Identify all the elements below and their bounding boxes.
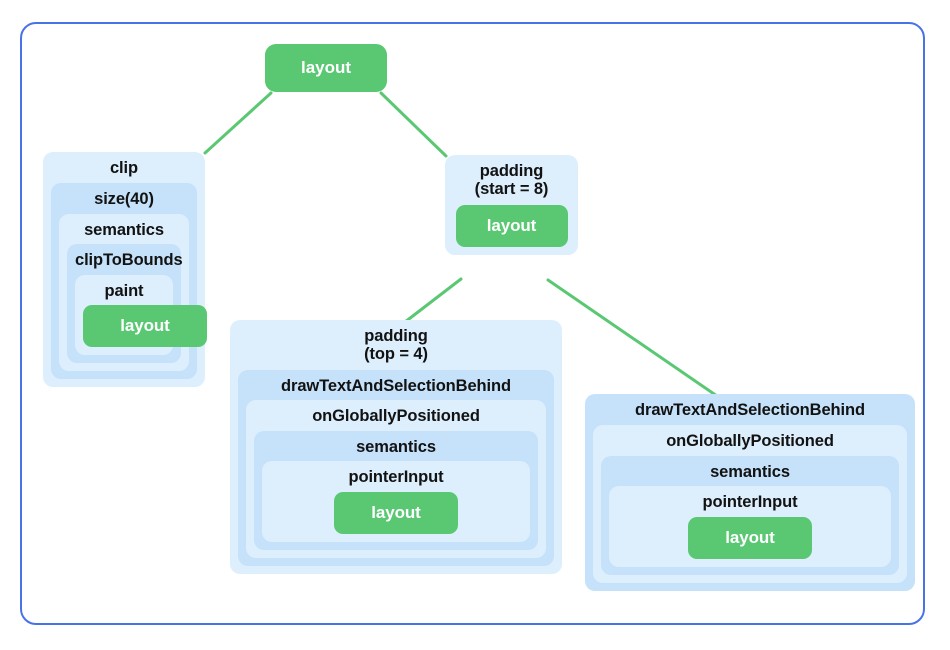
node-ongloballypositioned-right-label: onGloballyPositioned bbox=[666, 432, 834, 451]
node-drawtextandselectionbehind[interactable]: drawTextAndSelectionBehind onGloballyPos… bbox=[238, 369, 554, 566]
node-ongloballypositioned-right[interactable]: onGloballyPositioned semantics pointerIn… bbox=[593, 425, 907, 583]
node-clip[interactable]: clip size(40) semantics clipToBounds pai… bbox=[43, 152, 207, 388]
node-pointerinput-right[interactable]: pointerInput layout bbox=[609, 486, 891, 567]
node-padding-start-leaf-layout[interactable]: layout bbox=[455, 204, 568, 247]
node-drawtextandselectionbehind-right-label: drawTextAndSelectionBehind bbox=[635, 401, 865, 419]
node-pointerinput-middle-label: pointerInput bbox=[348, 468, 444, 487]
node-ongloballypositioned[interactable]: onGloballyPositioned semantics pointerIn… bbox=[246, 400, 546, 558]
node-paint[interactable]: paint layout bbox=[75, 274, 207, 356]
node-clip-leaf-layout[interactable]: layout bbox=[83, 305, 207, 348]
node-size40-label: size(40) bbox=[94, 190, 154, 209]
node-padding-start[interactable]: padding (start = 8) layout bbox=[445, 155, 578, 255]
node-cliptobounds-label: clipToBounds bbox=[75, 251, 183, 270]
node-size40[interactable]: size(40) semantics clipToBounds paint la… bbox=[51, 183, 207, 380]
node-padding-top[interactable]: padding (top = 4) drawTextAndSelectionBe… bbox=[230, 320, 562, 574]
node-paint-label: paint bbox=[104, 281, 144, 300]
node-drawtextandselectionbehind-right[interactable]: drawTextAndSelectionBehind onGloballyPos… bbox=[585, 394, 915, 591]
node-pointerinput-middle[interactable]: pointerInput layout bbox=[262, 461, 530, 542]
node-semantics-middle-label: semantics bbox=[356, 437, 436, 456]
node-pointerinput-right-label: pointerInput bbox=[702, 493, 798, 512]
node-root-layout[interactable]: layout bbox=[265, 44, 387, 92]
node-semantics-middle[interactable]: semantics pointerInput layout bbox=[254, 430, 538, 550]
node-semantics-label: semantics bbox=[84, 220, 164, 239]
node-padding-top-label: padding (top = 4) bbox=[364, 327, 428, 364]
node-padding-top-leaf-layout[interactable]: layout bbox=[334, 491, 458, 534]
node-ongloballypositioned-label: onGloballyPositioned bbox=[312, 407, 480, 426]
node-clip-label: clip bbox=[109, 159, 139, 177]
node-semantics-right[interactable]: semantics pointerInput layout bbox=[601, 455, 899, 575]
node-drawtextandselectionbehind-label: drawTextAndSelectionBehind bbox=[281, 376, 511, 395]
node-padding-start-label: padding (start = 8) bbox=[474, 162, 549, 199]
node-draw-right-leaf-layout[interactable]: layout bbox=[688, 516, 812, 559]
node-semantics-right-label: semantics bbox=[710, 462, 790, 481]
node-cliptobounds[interactable]: clipToBounds paint layout bbox=[67, 244, 207, 364]
node-semantics[interactable]: semantics clipToBounds paint layout bbox=[59, 213, 207, 372]
node-root-layout-label: layout bbox=[300, 58, 352, 77]
